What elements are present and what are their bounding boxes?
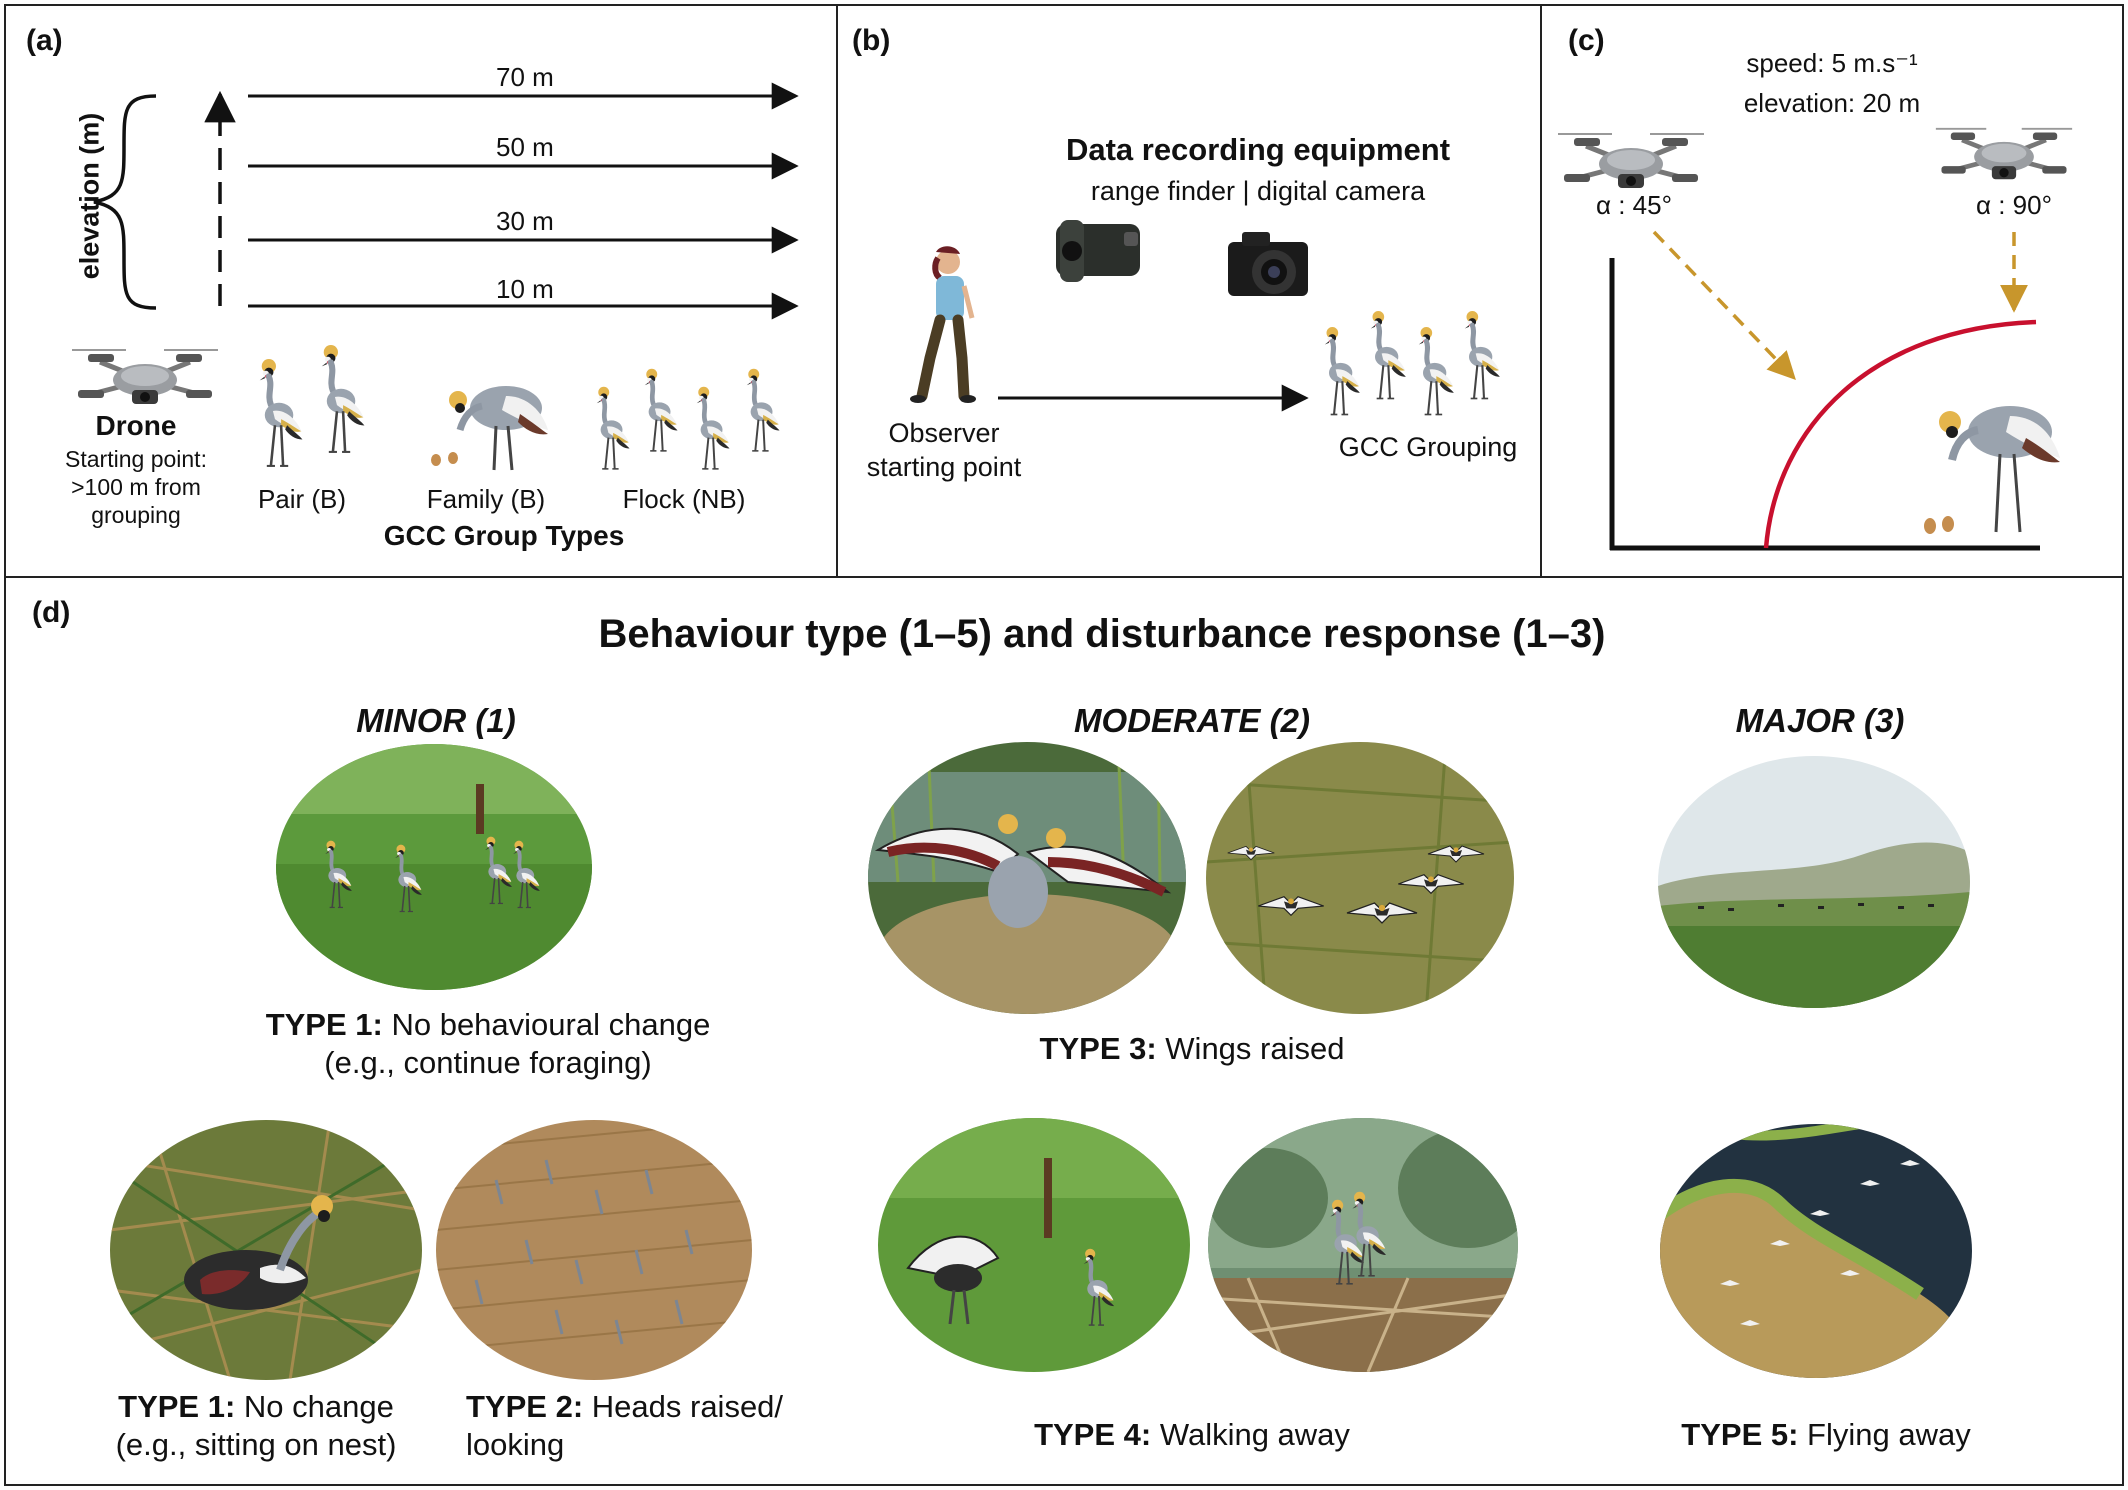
panel-b-label: (b): [852, 24, 891, 57]
panel-b: (b) Data recording equipment range finde…: [836, 4, 1542, 578]
grouping-label: GCC Grouping: [1338, 432, 1518, 462]
crane-icon: [747, 369, 780, 451]
drone-note-1: Starting point:: [65, 446, 207, 472]
major-heading: MAJOR (3): [1735, 702, 1905, 739]
photo-type1-nest: [110, 1120, 422, 1380]
elevation-brace: [93, 94, 157, 310]
range-finder-icon: [1056, 220, 1140, 282]
photo-type3-wings-nest: [868, 742, 1186, 1014]
equipment-title: Data recording equipment: [1065, 132, 1451, 167]
drone-icon: [1936, 129, 2072, 179]
drone-icon: [1558, 134, 1704, 188]
minor-heading: MINOR (1): [356, 702, 516, 739]
drone-note-2: >100 m from: [71, 474, 201, 500]
drone-icon: [72, 350, 218, 404]
crane-icon: [697, 387, 730, 469]
panel-a: (a): [4, 4, 838, 578]
crane-foraging-icon: [449, 386, 548, 471]
observer-diagram: [910, 220, 1540, 576]
photo-type4-nest: [1208, 1118, 1518, 1372]
equipment-subtitle: range finder | digital camera: [1090, 176, 1426, 206]
type1a-caption-line2: (e.g., continue foraging): [324, 1045, 652, 1080]
crane-icon: [1419, 327, 1454, 415]
photo-type3-wings-aerial: [1206, 742, 1514, 1014]
type1b-caption-line2: (e.g., sitting on nest): [115, 1427, 397, 1462]
group-pair: Pair (B): [257, 484, 347, 514]
crane-icon: [597, 387, 630, 469]
group-family: Family (B): [426, 484, 546, 514]
elevation-axis-label: elevation (m): [74, 112, 105, 280]
panel-d: (d) Behaviour type (1–5) and disturbance…: [4, 576, 2124, 1486]
panel-c-label: (c): [1568, 24, 1605, 57]
drone-label: Drone: [95, 410, 177, 441]
line-label-10: 10 m: [496, 274, 554, 304]
crane-icon: [260, 359, 303, 466]
photo-type1-foraging: [276, 744, 592, 990]
crane-icon: [1465, 311, 1500, 399]
line-label-30: 30 m: [496, 206, 554, 236]
moderate-heading: MODERATE (2): [1074, 702, 1310, 739]
elevation-value-label: elevation: 20 m: [1743, 88, 1921, 118]
angle-90-label: α : 90°: [1975, 190, 2053, 220]
crane-foraging-icon: [1939, 406, 2060, 533]
camera-icon: [1228, 232, 1308, 296]
chick-icons: [431, 452, 458, 466]
angle-45-label: α : 45°: [1595, 190, 1673, 220]
observer-icon: [910, 246, 976, 403]
type1b-caption: TYPE 1: No change: [118, 1389, 394, 1424]
type4-caption: TYPE 4: Walking away: [1034, 1417, 1350, 1452]
panel-d-label: (d): [32, 596, 71, 629]
flight-curve: [1763, 319, 2037, 549]
line-label-50: 50 m: [496, 132, 554, 162]
angle-diagram: [1542, 6, 2122, 551]
crane-icon: [1371, 311, 1406, 399]
panel-a-label: (a): [26, 24, 63, 57]
panel-d-title: Behaviour type (1–5) and disturbance res…: [598, 612, 1606, 656]
type1a-caption: TYPE 1: No behavioural change: [265, 1007, 711, 1042]
crane-icon: [322, 345, 365, 452]
drone-note-3: grouping: [91, 502, 181, 528]
observer-label-2: starting point: [866, 452, 1022, 482]
crane-icon: [645, 369, 678, 451]
type2-caption-line2: looking: [466, 1427, 565, 1462]
type2-caption: TYPE 2: Heads raised/: [466, 1389, 784, 1424]
photo-type5-aerial: [1660, 1124, 1972, 1378]
group-types-title: GCC Group Types: [383, 520, 625, 551]
line-label-70: 70 m: [496, 62, 554, 92]
observer-label-1: Observer: [888, 418, 1000, 448]
angle-45-arrow: [1652, 230, 1796, 381]
crane-icon: [1325, 327, 1360, 415]
photo-type4-walking: [878, 1118, 1190, 1372]
group-flock: Flock (NB): [622, 484, 746, 514]
type5-caption: TYPE 5: Flying away: [1681, 1417, 1971, 1452]
panel-c: (c) speed: 5 m.s⁻¹ elevation: 20 m α : 4…: [1540, 4, 2124, 578]
chick-icons: [1924, 516, 1954, 534]
speed-label: speed: 5 m.s⁻¹: [1746, 48, 1918, 78]
photo-type5-landscape: [1658, 756, 1970, 1008]
type3-caption: TYPE 3: Wings raised: [1039, 1031, 1345, 1066]
elevation-diagram: [6, 82, 799, 576]
photo-type2-heads-raised: [436, 1120, 752, 1380]
